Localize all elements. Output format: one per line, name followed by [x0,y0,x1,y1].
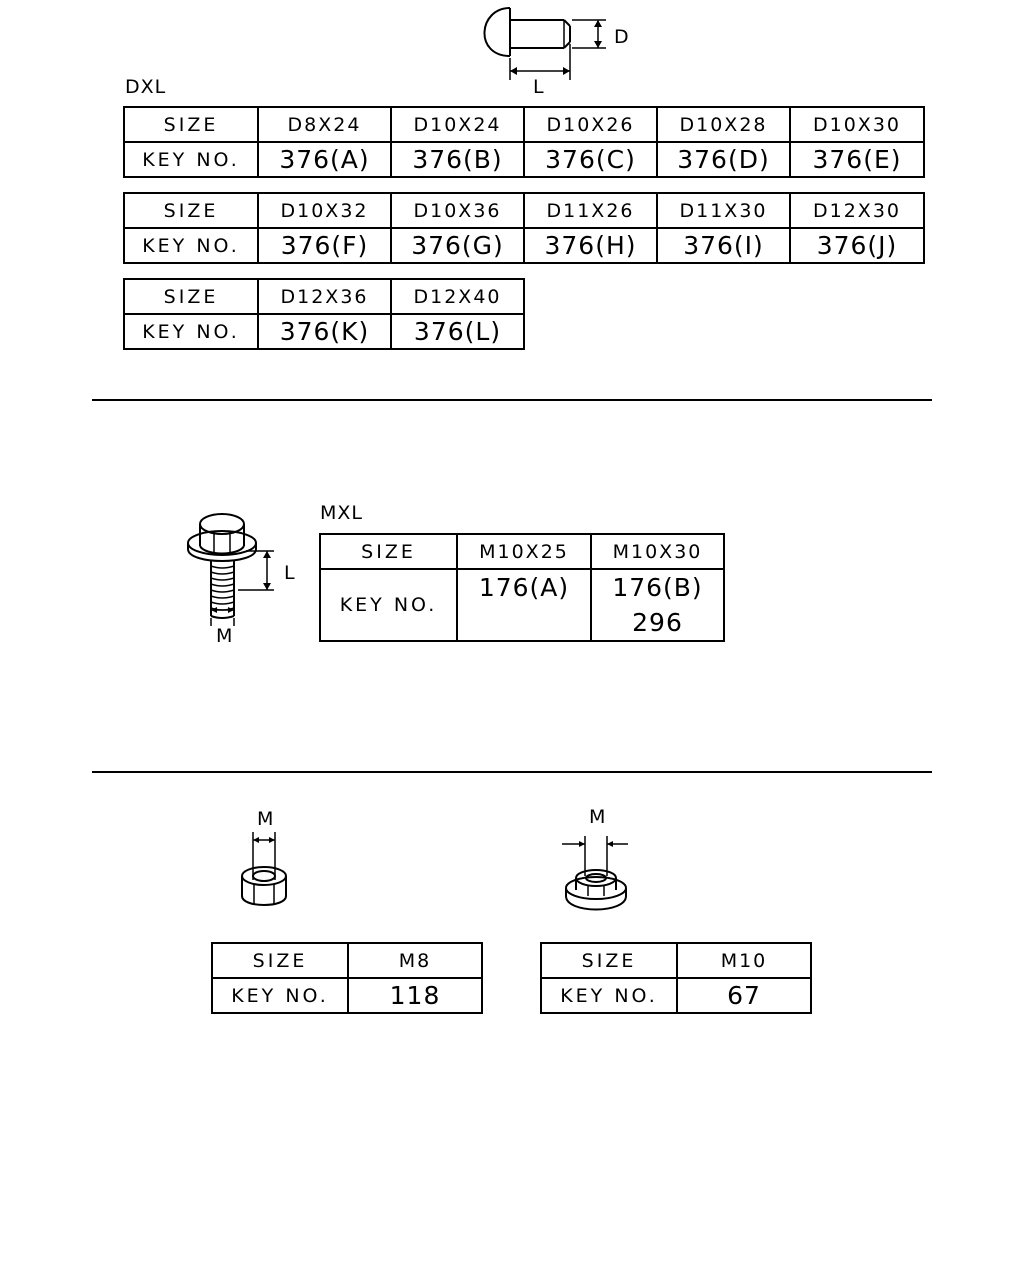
size-cell: D12X40 [390,278,525,315]
size-cell: D10X28 [656,106,791,143]
bolt-dim-m-label: M [216,625,234,647]
size-row: SIZE D8X24 D10X24 D10X26 D10X28 D10X30 [123,106,925,143]
size-row: SIZE M10X25 M10X30 [319,533,725,570]
key-cell: 376(H) [523,227,658,264]
rivet-dim-l-label: L [533,76,545,98]
rivet-drawing [483,7,606,80]
size-header: SIZE [123,192,259,229]
bolt-dim-l-label: L [284,562,296,584]
section-divider [92,399,932,401]
key-cell: 176(B) 296 [590,568,725,642]
hex-nut-drawing [241,832,287,906]
key-value: 296 [632,608,683,637]
size-cell: D10X24 [390,106,525,143]
key-cell: 176(A) [456,568,592,642]
key-header: KEY NO. [123,227,259,264]
key-cell: 376(C) [523,141,658,178]
key-cell: 376(F) [257,227,392,264]
key-value: 176(B) [612,573,703,602]
size-cell: D11X26 [523,192,658,229]
flange-bolt-drawing [187,513,274,626]
nut-1-dim-m-label: M [257,808,275,830]
size-cell: D10X36 [390,192,525,229]
key-row: KEY NO. 118 [211,977,483,1014]
bolt-size-table: SIZE M10X25 M10X30 KEY NO. 176(A) 176(B)… [319,533,725,642]
key-row: KEY NO. 376(A) 376(B) 376(C) 376(D) 376(… [123,141,925,178]
flange-nut-drawing [562,836,628,911]
rivet-series-label: DXL [125,76,167,98]
key-header: KEY NO. [211,977,349,1014]
rivet-size-table-2: SIZE D10X32 D10X36 D11X26 D11X30 D12X30 … [123,192,925,264]
nut-2-dim-m-label: M [589,806,607,828]
key-cell: 376(G) [390,227,525,264]
size-header: SIZE [123,106,259,143]
key-header: KEY NO. [319,568,458,642]
key-row: KEY NO. 67 [540,977,812,1014]
size-cell: D10X30 [789,106,925,143]
size-cell: M10X25 [456,533,592,570]
rivet-dim-d-label: D [614,26,630,48]
size-header: SIZE [319,533,458,570]
nut-1-size-table: SIZE M8 KEY NO. 118 [211,942,483,1014]
rivet-size-table-1: SIZE D8X24 D10X24 D10X26 D10X28 D10X30 K… [123,106,925,178]
key-cell: 376(B) [390,141,525,178]
size-row: SIZE D10X32 D10X36 D11X26 D11X30 D12X30 [123,192,925,229]
size-cell: M8 [347,942,483,979]
key-cell: 376(D) [656,141,791,178]
size-cell: M10X30 [590,533,725,570]
size-header: SIZE [211,942,349,979]
key-cell: 376(A) [257,141,392,178]
key-cell: 67 [676,977,812,1014]
key-row: KEY NO. 376(K) 376(L) [123,313,525,350]
key-row: KEY NO. 176(A) 176(B) 296 [319,568,725,642]
bolt-series-label: MXL [320,502,363,524]
key-row: KEY NO. 376(F) 376(G) 376(H) 376(I) 376(… [123,227,925,264]
size-cell: D11X30 [656,192,791,229]
size-cell: D10X26 [523,106,658,143]
size-row: SIZE M8 [211,942,483,979]
section-divider [92,771,932,773]
key-cell: 376(L) [390,313,525,350]
size-cell: M10 [676,942,812,979]
size-cell: D12X30 [789,192,925,229]
key-cell: 376(E) [789,141,925,178]
key-value: 176(A) [478,573,570,602]
size-row: SIZE M10 [540,942,812,979]
size-header: SIZE [123,278,259,315]
key-cell: 118 [347,977,483,1014]
rivet-size-table-3: SIZE D12X36 D12X40 KEY NO. 376(K) 376(L) [123,278,525,350]
size-cell: D12X36 [257,278,392,315]
key-cell: 376(I) [656,227,791,264]
size-row: SIZE D12X36 D12X40 [123,278,525,315]
size-cell: D10X32 [257,192,392,229]
key-header: KEY NO. [123,141,259,178]
key-cell: 376(K) [257,313,392,350]
key-header: KEY NO. [123,313,259,350]
size-cell: D8X24 [257,106,392,143]
nut-2-size-table: SIZE M10 KEY NO. 67 [540,942,812,1014]
key-header: KEY NO. [540,977,678,1014]
size-header: SIZE [540,942,678,979]
key-cell: 376(J) [789,227,925,264]
